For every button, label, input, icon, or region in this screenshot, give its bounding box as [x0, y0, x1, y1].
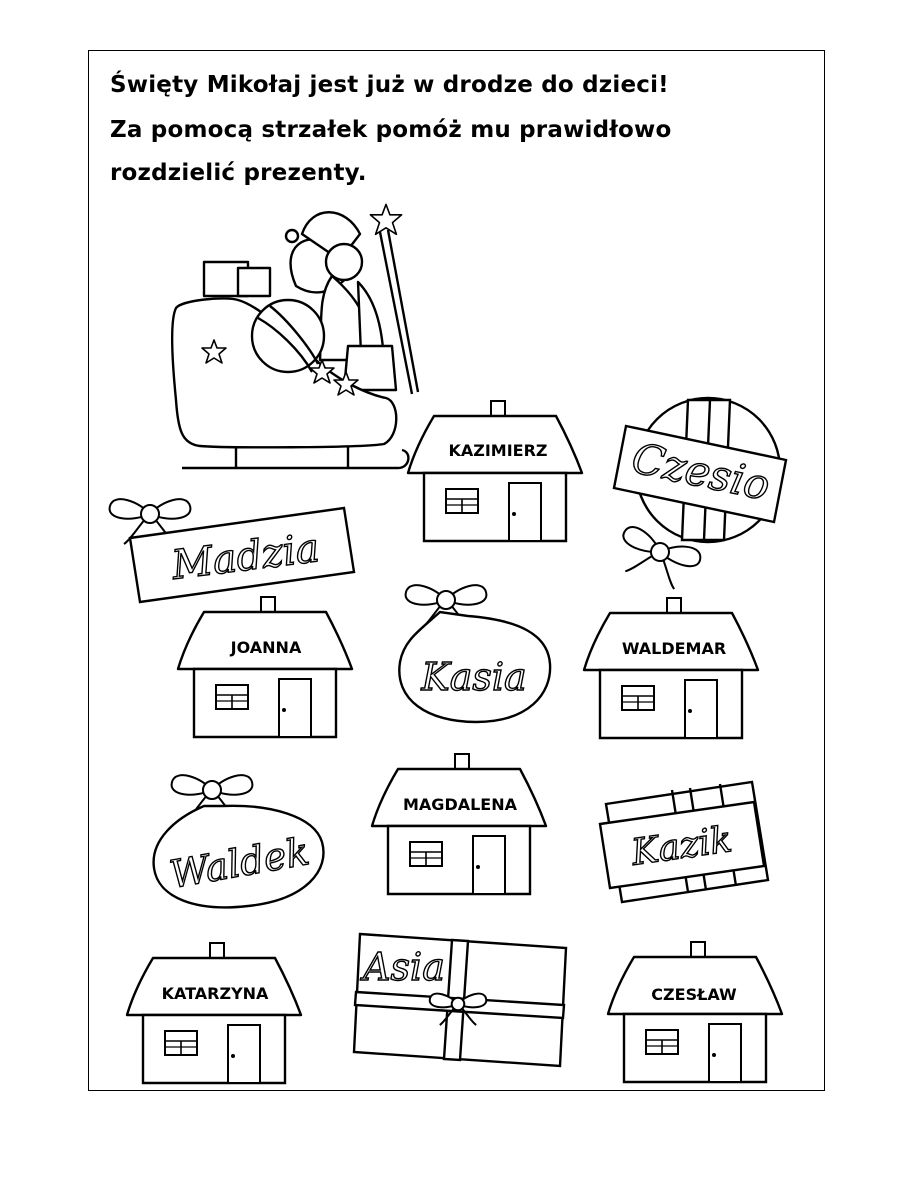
- instruction-line-2: Za pomocą strzałek pomóż mu prawidłowo: [110, 117, 672, 143]
- house-icon: [606, 940, 784, 1084]
- gift-kazik: Kazik: [600, 782, 768, 902]
- house-waldemar: WALDEMAR: [582, 596, 760, 740]
- house-label-joanna: JOANNA: [230, 638, 302, 657]
- gift-madzia: Madzia: [108, 497, 354, 602]
- house-label-katarzyna: KATARZYNA: [162, 984, 269, 1003]
- gift-kasia: Kasia: [399, 583, 550, 722]
- house-magdalena: MAGDALENA: [370, 752, 548, 896]
- worksheet-border: [88, 50, 825, 1091]
- house-label-magdalena: MAGDALENA: [403, 795, 518, 814]
- gift-waldek: Waldek: [154, 773, 324, 907]
- house-icon: [125, 941, 303, 1085]
- house-icon: [370, 752, 548, 896]
- house-label-waldemar: WALDEMAR: [622, 639, 726, 658]
- gift-asia: Asia: [354, 934, 566, 1066]
- santa-sleigh-icon: [172, 202, 418, 468]
- house-czeslaw: CZESŁAW: [606, 940, 784, 1084]
- house-icon: [176, 595, 354, 739]
- house-icon: [406, 399, 584, 543]
- instruction-line-1: Święty Mikołaj jest już w drodze do dzie…: [110, 72, 669, 98]
- house-katarzyna: KATARZYNA: [125, 941, 303, 1085]
- instruction-line-3: rozdzielić prezenty.: [110, 160, 367, 186]
- house-label-kazimierz: KAZIMIERZ: [448, 441, 547, 460]
- house-joanna: JOANNA: [176, 595, 354, 739]
- gift-label-kasia: Kasia: [420, 655, 526, 699]
- house-kazimierz: KAZIMIERZ: [406, 399, 584, 543]
- house-icon: [582, 596, 760, 740]
- gift-czesio: Czesio: [610, 398, 786, 596]
- house-label-czeslaw: CZESŁAW: [651, 985, 737, 1004]
- gift-label-asia: Asia: [360, 945, 445, 989]
